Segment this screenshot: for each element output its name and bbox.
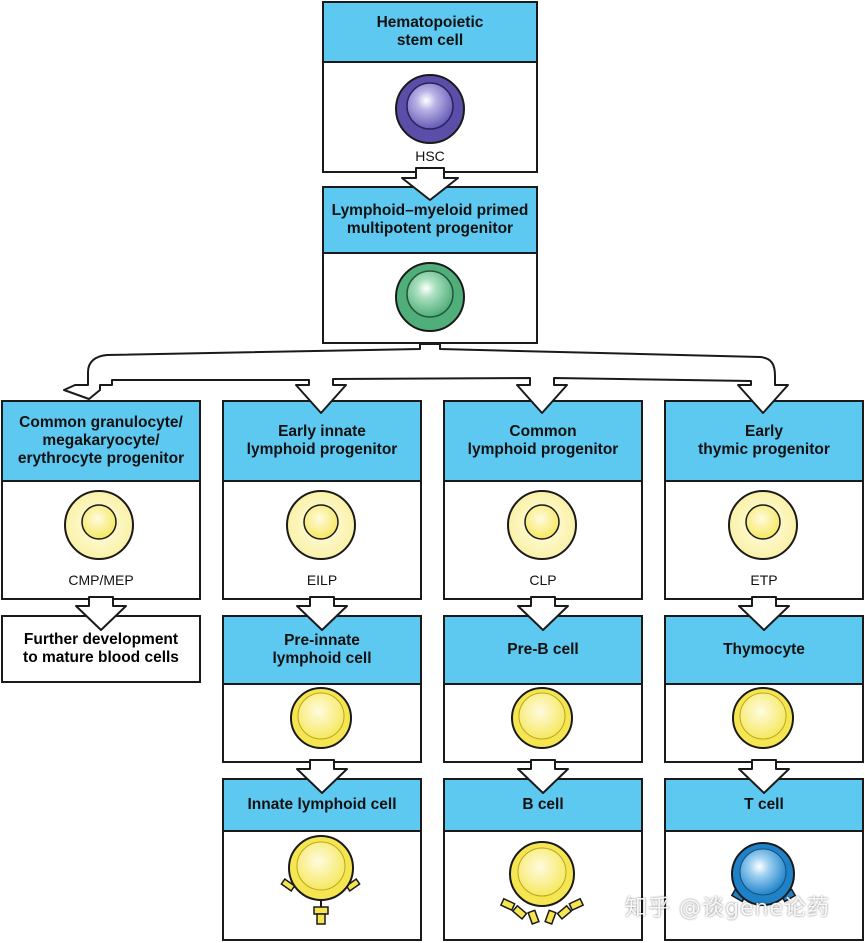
node-t-cell-title: T cell: [666, 780, 862, 832]
node-eilp-title: Early innate lymphoid progenitor: [224, 402, 420, 482]
arrow-clp-preb: [517, 596, 569, 631]
arrow-preilc-ilc: [296, 759, 348, 794]
node-cmp-label: CMP/MEP: [68, 572, 134, 588]
node-hsc-title: Hematopoietic stem cell: [324, 3, 536, 63]
watermark: 知乎 @谈gene论药: [625, 896, 830, 921]
node-hsc: Hematopoietic stem cell HSC: [322, 1, 538, 173]
node-etp-title: Early thymic progenitor: [666, 402, 862, 482]
cell-ilc: [280, 835, 361, 925]
node-hsc-label: HSC: [415, 148, 445, 164]
cell-b: [499, 841, 585, 925]
cell-hsc: [395, 74, 465, 144]
node-etp-label: ETP: [750, 572, 778, 588]
cell-t: [730, 842, 797, 906]
cell-pre-ilc: [290, 687, 352, 749]
node-ilc: Innate lymphoid cell: [222, 778, 422, 941]
node-clp-label: CLP: [529, 572, 557, 588]
node-eilp-label: EILP: [306, 572, 338, 588]
branch-connector: [63, 343, 789, 414]
cell-lmpp: [395, 262, 465, 332]
cell-clp: [507, 490, 577, 560]
arrow-hsc-lmpp: [401, 167, 459, 201]
arrow-thymocyte-tcell: [738, 759, 790, 794]
arrow-cmp-further: [75, 596, 127, 631]
cell-cmp: [64, 490, 134, 560]
arrow-etp-thymocyte: [738, 596, 790, 631]
cell-etp: [728, 490, 798, 560]
node-lmpp-title: Lymphoid–myeloid primed multipotent prog…: [324, 188, 536, 254]
node-clp-title: Common lymphoid progenitor: [445, 402, 641, 482]
node-cmp-title: Common granulocyte/ megakaryocyte/ eryth…: [3, 402, 199, 482]
cell-thymocyte: [732, 687, 794, 749]
cell-eilp: [286, 490, 356, 560]
cell-pre-b: [511, 687, 573, 749]
arrow-preb-bcell: [517, 759, 569, 794]
arrow-eilp-preilc: [296, 596, 348, 631]
